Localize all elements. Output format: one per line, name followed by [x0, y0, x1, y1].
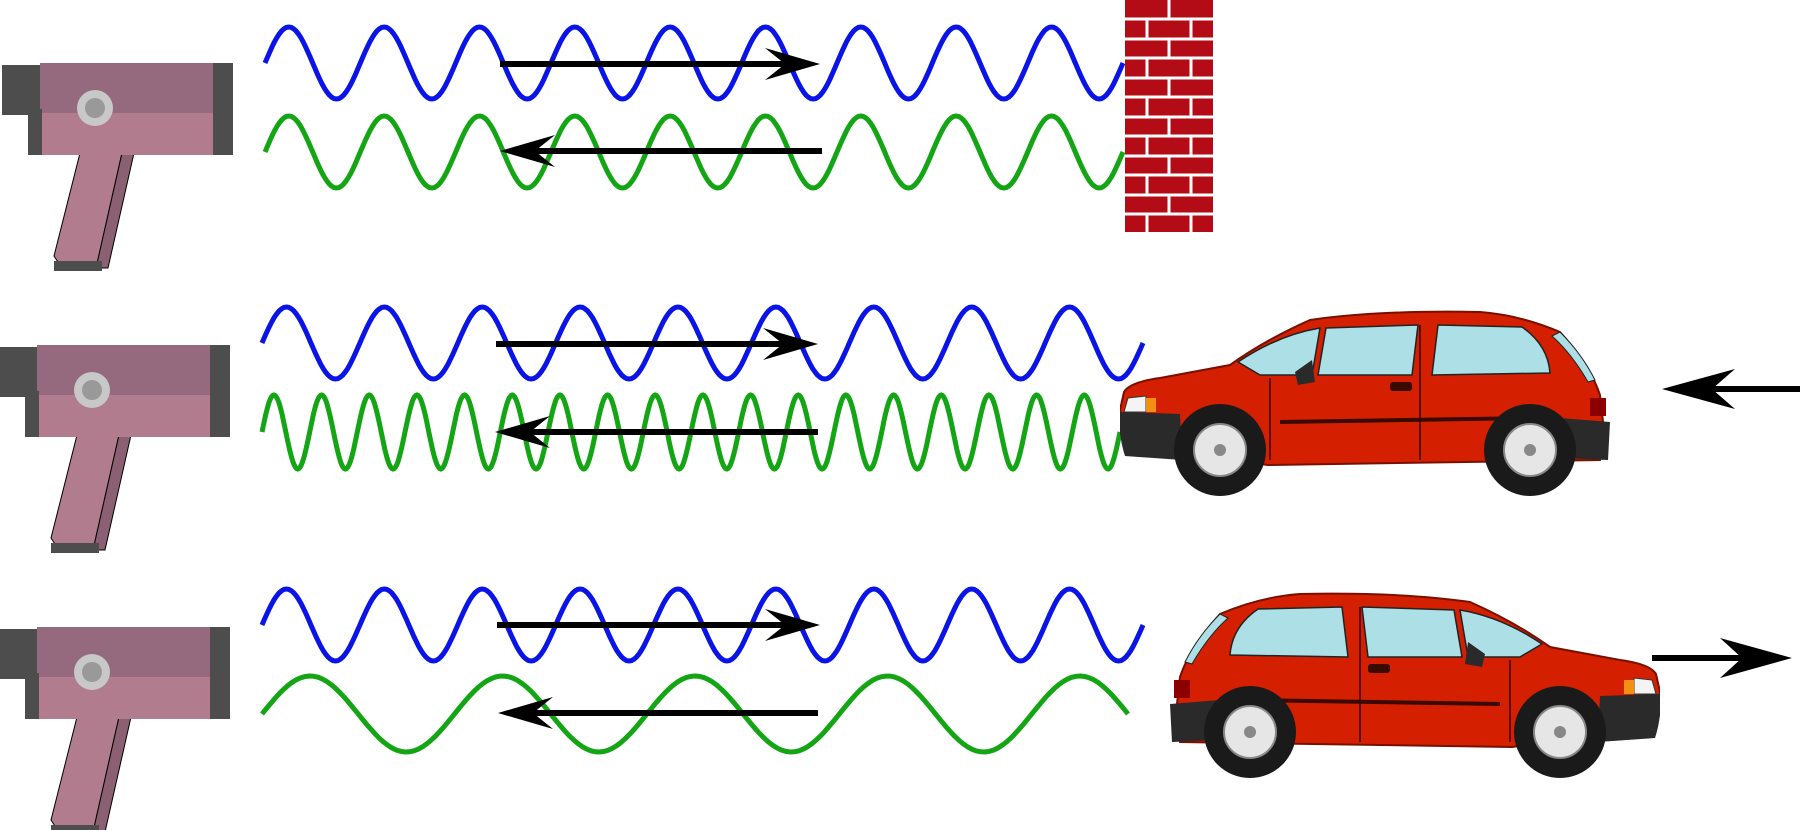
direction-arrow-icon: [1652, 638, 1792, 678]
car-icon: [1120, 310, 1612, 498]
return-arrow: [500, 135, 822, 167]
radar-gun-icon: [0, 627, 231, 830]
return-arrow: [495, 416, 818, 448]
direction-arrow-icon: [1662, 369, 1800, 409]
outgoing-arrow: [500, 48, 820, 80]
outgoing-arrow: [497, 609, 820, 641]
reflected-wave: [260, 673, 1130, 755]
outgoing-arrow: [496, 328, 818, 360]
radar-gun-icon: [1, 63, 234, 272]
scenario-stationary-wall: [1, 0, 1213, 272]
scenario-approaching-car: [0, 304, 1800, 554]
car-icon: [1168, 592, 1660, 780]
radar-gun-icon: [0, 345, 231, 554]
return-arrow: [498, 697, 818, 729]
brick-wall-icon: [1125, 0, 1213, 232]
scenario-receding-car: [0, 586, 1792, 830]
